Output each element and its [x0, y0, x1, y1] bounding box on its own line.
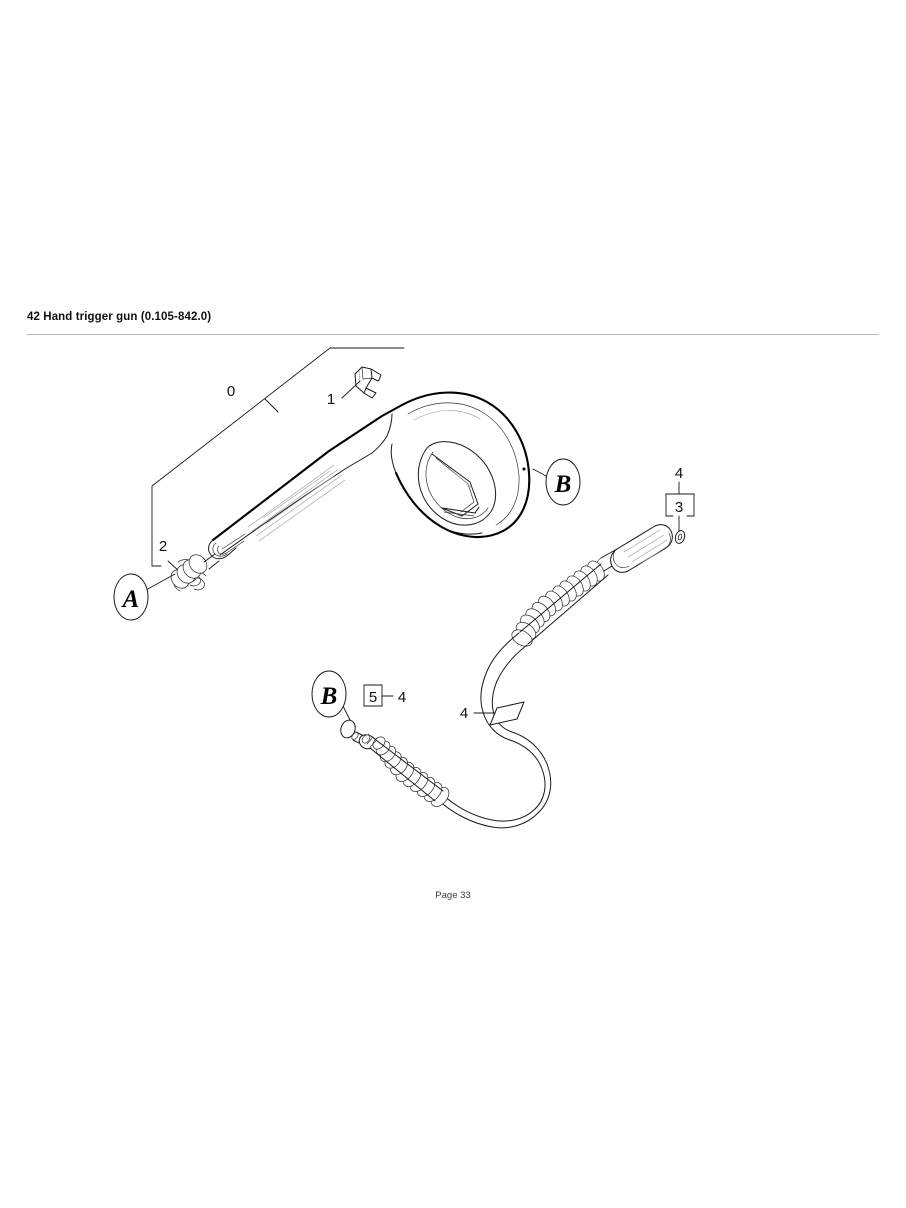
o-ring-hose-end-part5	[340, 719, 356, 739]
callout-0-bracket	[151, 347, 405, 567]
callout-1-label: 1	[327, 391, 335, 408]
section-marker-B-gun-letter: B	[554, 471, 572, 498]
callout-4-lower-label: 4	[398, 689, 406, 706]
callout-3-label: 3	[675, 499, 683, 516]
callout-4-flag	[473, 701, 525, 726]
section-marker-A: A	[113, 573, 176, 621]
callout-0-label: 0	[227, 383, 235, 400]
callout-4-flag-label: 4	[460, 705, 468, 722]
high-pressure-hose	[436, 632, 552, 829]
shell-detail-dot	[522, 467, 526, 471]
hose-bend-relief-lower	[369, 736, 450, 807]
hose-coupling-nut	[595, 524, 673, 577]
callout-5-box	[363, 684, 394, 707]
callout-4-top-label: 4	[675, 465, 683, 482]
page-number-footer: Page 33	[435, 890, 471, 901]
section-marker-B-hose-letter: B	[320, 683, 338, 710]
page-title: 42 Hand trigger gun (0.105-842.0)	[27, 311, 212, 323]
exploded-parts-diagram: 0 2	[0, 336, 906, 896]
callout-2-label: 2	[159, 538, 167, 555]
hose-end-fitting	[351, 731, 377, 750]
callout-5-label: 5	[369, 689, 377, 706]
compression-spring-part2	[170, 553, 220, 592]
section-marker-B-hose: B	[311, 670, 351, 721]
o-ring-coupling-part3	[674, 530, 686, 544]
callout-1-leader	[341, 380, 361, 399]
section-marker-A-letter: A	[121, 586, 140, 613]
title-divider	[27, 334, 879, 335]
section-marker-B-gun: B	[532, 458, 581, 506]
hose-bend-relief-upper	[511, 560, 609, 647]
safety-catch-clip-part1	[354, 366, 382, 399]
callout-3-4-bracket	[665, 481, 695, 533]
trigger-gun-body	[208, 391, 531, 560]
